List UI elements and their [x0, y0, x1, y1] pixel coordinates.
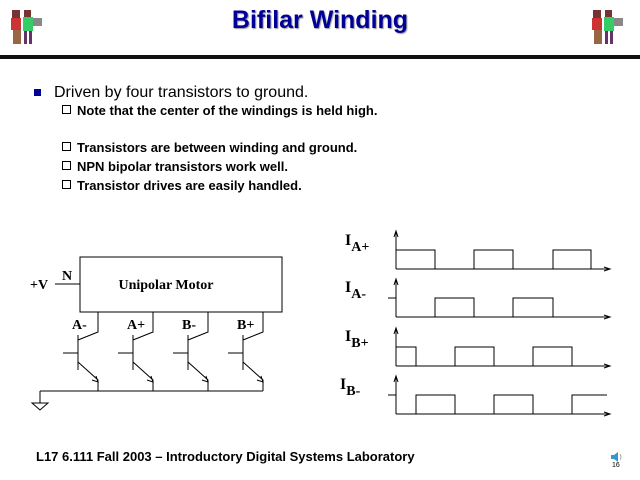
motor-label: Unipolar Motor	[118, 278, 213, 293]
square-wave	[395, 249, 592, 269]
bullet-square-icon	[34, 89, 41, 96]
npn-transistor	[173, 312, 209, 391]
sub-bullet-text: Note that the center of the windings is …	[77, 103, 378, 118]
supply-label: +V	[30, 278, 48, 293]
transistor-label: A-	[72, 318, 87, 333]
n-label: N	[62, 269, 72, 284]
mit-logo-right	[592, 10, 623, 44]
mit-logo-left	[11, 10, 42, 44]
checkbox-bullet-icon	[62, 161, 71, 170]
page-number: 16	[612, 462, 620, 469]
transistor-label: B-	[182, 318, 196, 333]
axis	[393, 229, 612, 272]
bullet-text: Driven by four transistors to ground.	[54, 84, 309, 101]
npn-transistor	[118, 312, 154, 391]
sub-bullet: NPN bipolar transistors work well.	[62, 159, 288, 174]
axis	[393, 374, 612, 417]
checkbox-bullet-icon	[62, 142, 71, 151]
wave-label: IB+	[345, 328, 369, 351]
square-wave	[395, 346, 573, 366]
checkbox-bullet-icon	[62, 105, 71, 114]
title-divider	[0, 55, 640, 59]
sub-bullet-text: Transistors are between winding and grou…	[77, 140, 358, 155]
npn-transistor	[228, 312, 264, 391]
transistor-label: B+	[237, 318, 254, 333]
wave-labels: IA+ IA- IB+ IB-	[340, 232, 369, 399]
sub-bullet-text: Transistor drives are easily handled.	[77, 178, 302, 193]
axis	[393, 326, 612, 369]
circuit-diagram	[30, 256, 283, 411]
wave-label: IA+	[345, 232, 369, 255]
square-wave	[388, 394, 607, 414]
wave-label: IA-	[345, 279, 366, 302]
checkbox-bullet-icon	[62, 180, 71, 189]
npn-transistor	[63, 312, 99, 391]
square-wave	[388, 297, 554, 317]
axis	[393, 277, 612, 320]
sub-bullet: Note that the center of the windings is …	[62, 103, 377, 118]
sub-bullet: Transistors are between winding and grou…	[62, 140, 357, 155]
speaker-icon[interactable]	[610, 450, 622, 462]
footer: L17 6.111 Fall 2003 – Introductory Digit…	[36, 449, 415, 464]
sub-bullet-text: NPN bipolar transistors work well.	[77, 159, 288, 174]
sub-bullet: Transistor drives are easily handled.	[62, 178, 302, 193]
transistor-label: A+	[127, 318, 145, 333]
slide-title: Bifilar Winding	[231, 6, 409, 34]
wave-label: IB-	[340, 376, 361, 399]
